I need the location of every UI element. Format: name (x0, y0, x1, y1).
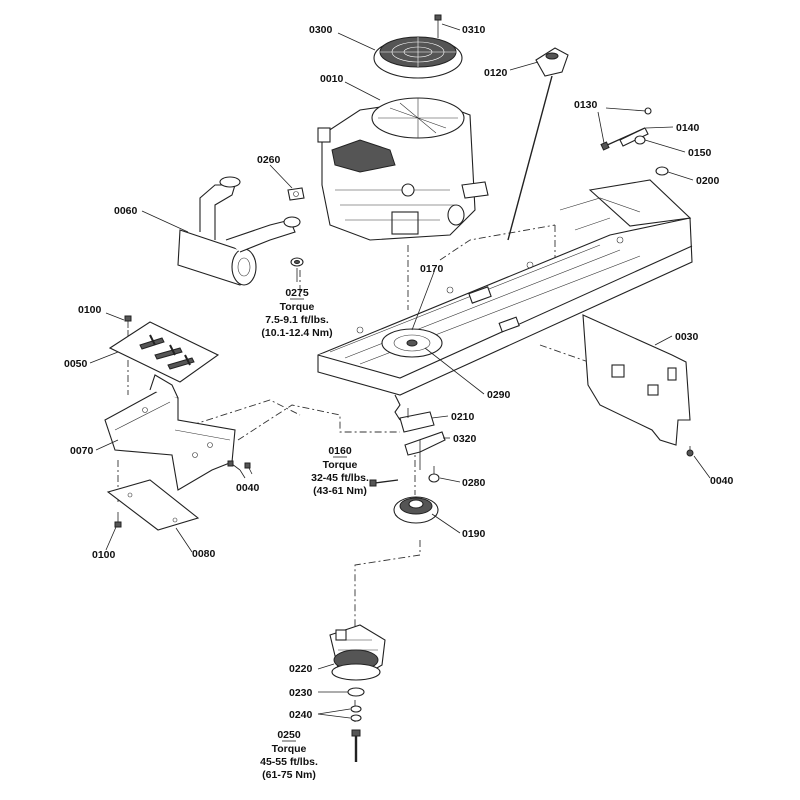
label-0130: 0130 (574, 99, 598, 111)
torque-note-0160: 0160 Torque 32-45 ft/lbs. (43-61 Nm) (311, 445, 369, 497)
torque-title-0250: Torque (272, 743, 307, 755)
torque-line1-0250: 45-55 ft/lbs. (260, 756, 318, 768)
fan-screen (373, 36, 463, 79)
label-0060: 0060 (114, 205, 138, 217)
label-0100-top: 0100 (78, 304, 102, 316)
torque-part-0160: 0160 (328, 445, 352, 457)
muffler (177, 176, 301, 286)
label-0190: 0190 (462, 528, 486, 540)
bracket (104, 374, 236, 491)
label-0230: 0230 (289, 687, 313, 699)
label-0140: 0140 (676, 122, 700, 134)
bolt-0160 (369, 479, 399, 487)
bolts-0040-left (227, 460, 253, 475)
nut-0280 (428, 466, 440, 483)
label-0200: 0200 (696, 175, 720, 187)
cover-plate (106, 479, 200, 531)
frame-assembly (317, 179, 693, 421)
torque-line1-0275: 7.5-9.1 ft/lbs. (265, 314, 329, 326)
bolt-0040-right (686, 446, 694, 457)
label-0070: 0070 (70, 445, 94, 457)
label-0210: 0210 (451, 411, 475, 423)
label-0320: 0320 (453, 433, 477, 445)
clip-0200 (655, 166, 669, 176)
torque-line2-0250: (61-75 Nm) (262, 769, 316, 781)
gasket-0260 (287, 187, 305, 201)
torque-line2-0275: (10.1-12.4 Nm) (261, 327, 332, 339)
bolt-0250 (351, 729, 361, 762)
screw-0310 (434, 14, 442, 38)
idler-bracket-0210 (399, 408, 435, 433)
heat-shield (108, 321, 220, 383)
torque-line2-0160: (43-61 Nm) (313, 485, 367, 497)
torque-note-0275: 0275 Torque 7.5-9.1 ft/lbs. (10.1-12.4 N… (261, 287, 332, 339)
label-0170: 0170 (420, 263, 444, 275)
label-0240: 0240 (289, 709, 313, 721)
torque-title-0275: Torque (280, 301, 315, 313)
torque-part-0250: 0250 (277, 729, 301, 741)
label-0220: 0220 (289, 663, 313, 675)
screw-0100-top (124, 315, 132, 328)
torque-title-0160: Torque (323, 459, 358, 471)
label-0080: 0080 (192, 548, 216, 560)
label-0300: 0300 (309, 24, 333, 36)
engine (317, 97, 489, 241)
label-0150: 0150 (688, 147, 712, 159)
nut-0275 (290, 257, 304, 267)
pulley (393, 496, 439, 524)
screw-0100-bottom (114, 512, 122, 528)
belt-guard (582, 314, 691, 446)
label-0050: 0050 (64, 358, 88, 370)
label-0280: 0280 (462, 477, 486, 489)
torque-part-0275: 0275 (285, 287, 309, 299)
label-0040-right: 0040 (710, 475, 734, 487)
dipstick (507, 47, 569, 241)
leader-lines (89, 23, 711, 719)
label-0310: 0310 (462, 24, 486, 36)
label-0290: 0290 (487, 389, 511, 401)
nut-0150 (634, 135, 646, 145)
label-0030: 0030 (675, 331, 699, 343)
spacer-0140 (619, 107, 652, 147)
idler-arm-0320 (404, 431, 446, 470)
label-0040-left: 0040 (236, 482, 260, 494)
torque-note-0250: 0250 Torque 45-55 ft/lbs. (61-75 Nm) (260, 729, 318, 781)
label-0100-bottom: 0100 (92, 549, 116, 561)
label-0260: 0260 (257, 154, 281, 166)
label-0120: 0120 (484, 67, 508, 79)
washers-0240 (350, 705, 362, 722)
torque-line1-0160: 32-45 ft/lbs. (311, 472, 369, 484)
part-labels: 0300 0310 0010 0120 0130 0140 0150 0200 … (64, 24, 734, 721)
label-0010: 0010 (320, 73, 344, 85)
washer-0230 (347, 687, 365, 697)
pto-clutch (329, 624, 386, 681)
